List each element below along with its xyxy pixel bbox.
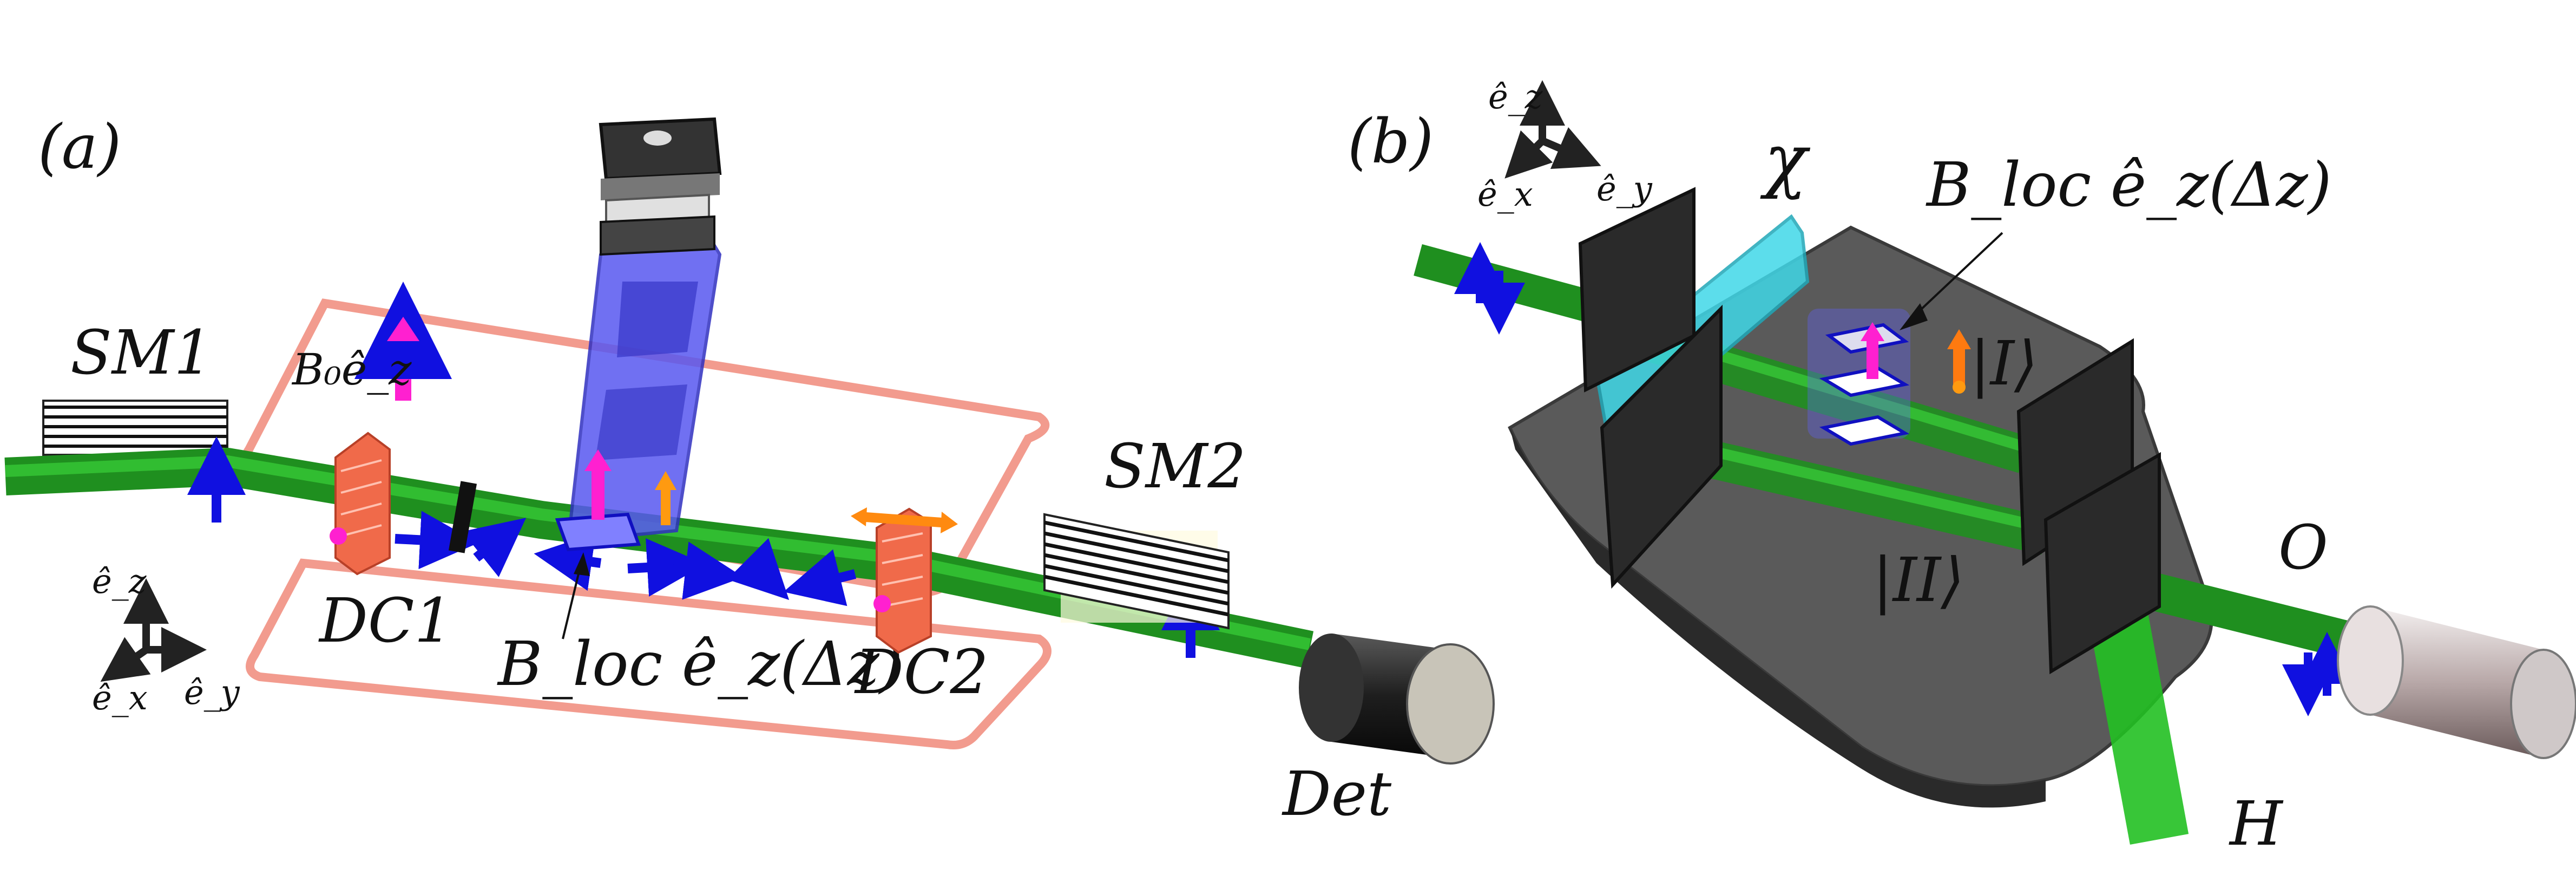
axis-triad-b: ê_z ê_x ê_y	[1477, 77, 1653, 214]
axis-y-label-b: ê_y	[1596, 169, 1653, 208]
path-II-label: |II⟩	[1872, 545, 1964, 616]
bloc-label-b: B_loc ê_z(Δz)	[1926, 150, 2331, 220]
panel-a-tag: (a)	[38, 112, 121, 182]
axis-x-label-a: ê_x	[92, 678, 148, 717]
out-O-label: O	[2278, 513, 2328, 583]
dc1-label: DC1	[318, 586, 453, 656]
neutron-beam-a-highlight	[5, 455, 1311, 650]
blade-2	[1600, 304, 1723, 589]
spin-arrow-1	[395, 511, 478, 570]
axis-z-label-b: ê_z	[1488, 77, 1543, 116]
magnetic-sample	[1808, 309, 1910, 446]
dc2-label: DC2	[854, 637, 989, 708]
sm1-label: SM1	[70, 318, 213, 388]
out-H-label: H	[2229, 789, 2284, 859]
spin-arrow-5	[665, 541, 744, 600]
spin-arrow-2	[462, 518, 527, 577]
axis-x-label-b: ê_x	[1477, 174, 1533, 214]
panel-b-tag: (b)	[1348, 107, 1434, 177]
lower-coil	[246, 558, 1052, 749]
spin-arrow-6	[727, 538, 790, 600]
detector	[1299, 634, 1495, 765]
detector-b	[2337, 605, 2576, 759]
axis-triad-a: ê_z ê_x ê_y	[92, 561, 240, 717]
axis-z-label-a: ê_z	[92, 561, 147, 601]
blade-4	[2043, 452, 2161, 675]
spin-flipper-dc1	[330, 432, 391, 576]
axis-y-label-a: ê_y	[184, 672, 240, 712]
black-plate	[448, 481, 477, 553]
supermirror-sm2	[1043, 513, 1230, 630]
piezo-actuator	[555, 117, 722, 552]
bloc-pointer-b	[1909, 232, 2003, 321]
panel-a: (a) SM1 B₀ê_z	[4, 112, 1495, 830]
spin-flipper-dc2	[851, 507, 958, 654]
supermirror-sm1	[42, 400, 228, 456]
spin-arrow-7	[783, 549, 857, 606]
path-I-label: |I⟩	[1970, 329, 2038, 399]
panel-b: (b) ê_z ê_x ê_y χ	[1348, 77, 2576, 859]
det-label: Det	[1282, 759, 1392, 830]
bloc-label-a: B_loc ê_z(Δz)	[497, 629, 903, 700]
chi-label: χ	[1760, 119, 1811, 201]
sm2-label: SM2	[1104, 432, 1246, 502]
b0-label: B₀ê_z	[291, 344, 412, 395]
